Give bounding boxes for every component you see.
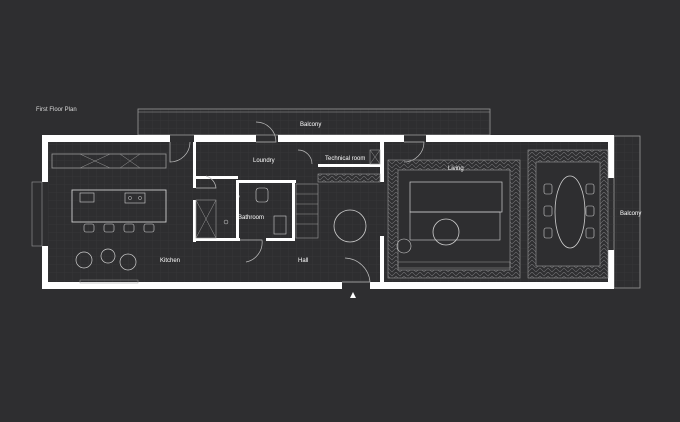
dining-table (554, 175, 586, 249)
room-label-wc: W (236, 194, 240, 199)
room-label-bathroom: Bathroom (238, 215, 264, 221)
plan-title: First Floor Plan (36, 107, 77, 113)
living: Living (387, 159, 521, 279)
room-label-living: Living (448, 166, 464, 172)
walls (42, 135, 614, 289)
room-label-balcony-right: Balcony (620, 211, 641, 217)
entrance-arrow-icon (350, 292, 356, 298)
kitchen-island (71, 189, 167, 223)
bathroom: Bathroom W (195, 187, 287, 239)
room-label-hall: Hall (298, 258, 308, 264)
sink-icon (79, 192, 95, 203)
room-label-kitchen: Kitchen (160, 258, 180, 264)
technical-room: Technical room (317, 149, 381, 183)
door-swings (169, 121, 425, 283)
dining (527, 149, 609, 279)
room-label-technical: Technical room (325, 156, 365, 162)
hall: Hall (295, 183, 367, 298)
stairs (295, 183, 319, 239)
laundry: Loundry (253, 158, 275, 164)
room-label-balcony-top: Balcony (300, 122, 321, 128)
kitchen-counter (51, 153, 167, 169)
room-label-laundry: Loundry (253, 158, 275, 164)
kitchen: Kitchen (31, 153, 180, 284)
hob-icon (124, 192, 146, 204)
balcony-right (613, 135, 641, 289)
